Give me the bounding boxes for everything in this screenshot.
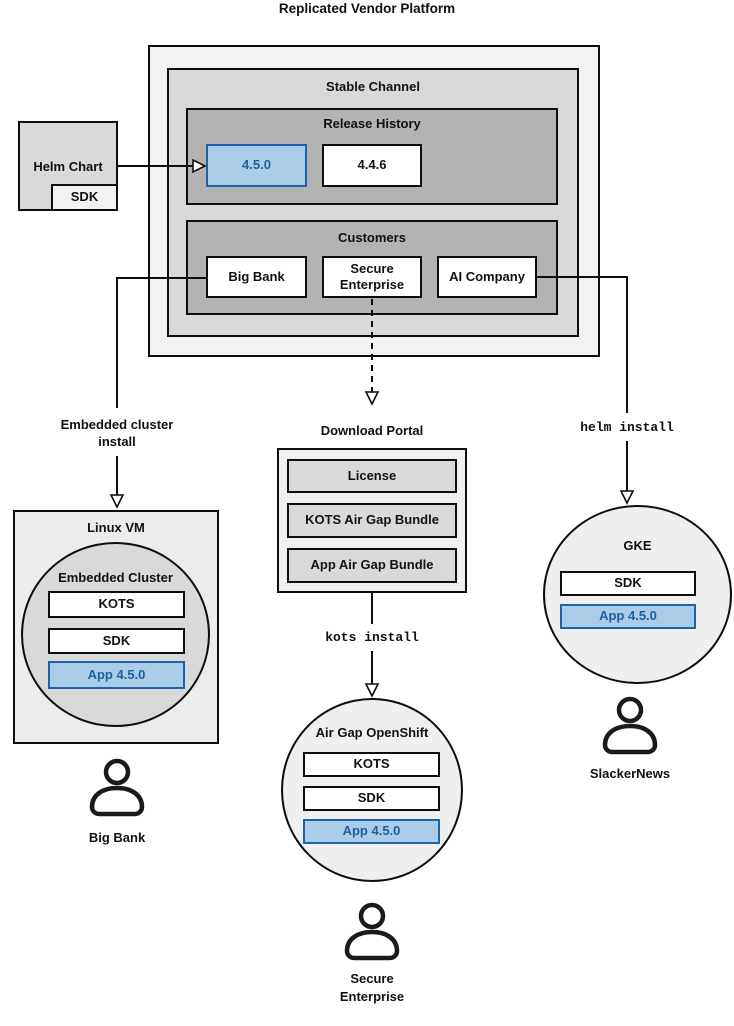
portal-kots-airgap-bundle-box: KOTS Air Gap Bundle — [287, 503, 457, 538]
slackernews-user-label: SlackerNews — [589, 766, 671, 781]
left-app-box: App 4.5.0 — [48, 661, 185, 689]
left-sdk-box: SDK — [48, 628, 185, 654]
slackernews-user-icon — [602, 696, 658, 755]
middle-kots-box: KOTS — [303, 752, 440, 777]
portal-app-airgap-bundle-box: App Air Gap Bundle — [287, 548, 457, 583]
customers-label: Customers — [338, 230, 406, 245]
release-version-current: 4.5.0 — [206, 144, 307, 187]
right-app-box: App 4.5.0 — [560, 604, 696, 629]
big-bank-user-icon — [89, 758, 145, 817]
diagram-title: Replicated Vendor Platform — [278, 1, 456, 16]
customer-secure-enterprise: Secure Enterprise — [322, 256, 422, 298]
middle-sdk-box: SDK — [303, 786, 440, 811]
helm-install-label: helm install — [580, 420, 674, 435]
middle-app-box: App 4.5.0 — [303, 819, 440, 844]
release-version-previous: 4.4.6 — [322, 144, 422, 187]
right-sdk-box: SDK — [560, 571, 696, 596]
helm-chart-label: Helm Chart — [33, 159, 103, 174]
airgap-openshift-label: Air Gap OpenShift — [315, 725, 429, 740]
customer-ai-company: AI Company — [437, 256, 537, 298]
gke-label: GKE — [623, 538, 652, 553]
helm-chart-sdk-box: SDK — [51, 184, 118, 211]
linux-vm-label: Linux VM — [87, 520, 145, 535]
download-portal-arrowhead-icon — [364, 391, 380, 406]
gke-arrowhead-icon — [619, 490, 635, 505]
embedded-cluster-install-label: Embedded cluster install — [60, 417, 174, 449]
linux-vm-arrowhead-icon — [109, 494, 125, 509]
portal-license-box: License — [287, 459, 457, 493]
openshift-arrowhead-icon — [364, 683, 380, 698]
download-portal-label: Download Portal — [320, 423, 424, 438]
left-kots-box: KOTS — [48, 591, 185, 618]
stable-channel-label: Stable Channel — [326, 79, 420, 94]
big-bank-user-label: Big Bank — [88, 830, 146, 845]
release-history-label: Release History — [323, 116, 421, 131]
kots-install-label: kots install — [325, 630, 419, 645]
secure-enterprise-user-icon — [344, 902, 400, 961]
customer-big-bank: Big Bank — [206, 256, 307, 298]
secure-enterprise-user-label: Secure Enterprise — [339, 971, 405, 1004]
embedded-cluster-label: Embedded Cluster — [58, 570, 173, 585]
